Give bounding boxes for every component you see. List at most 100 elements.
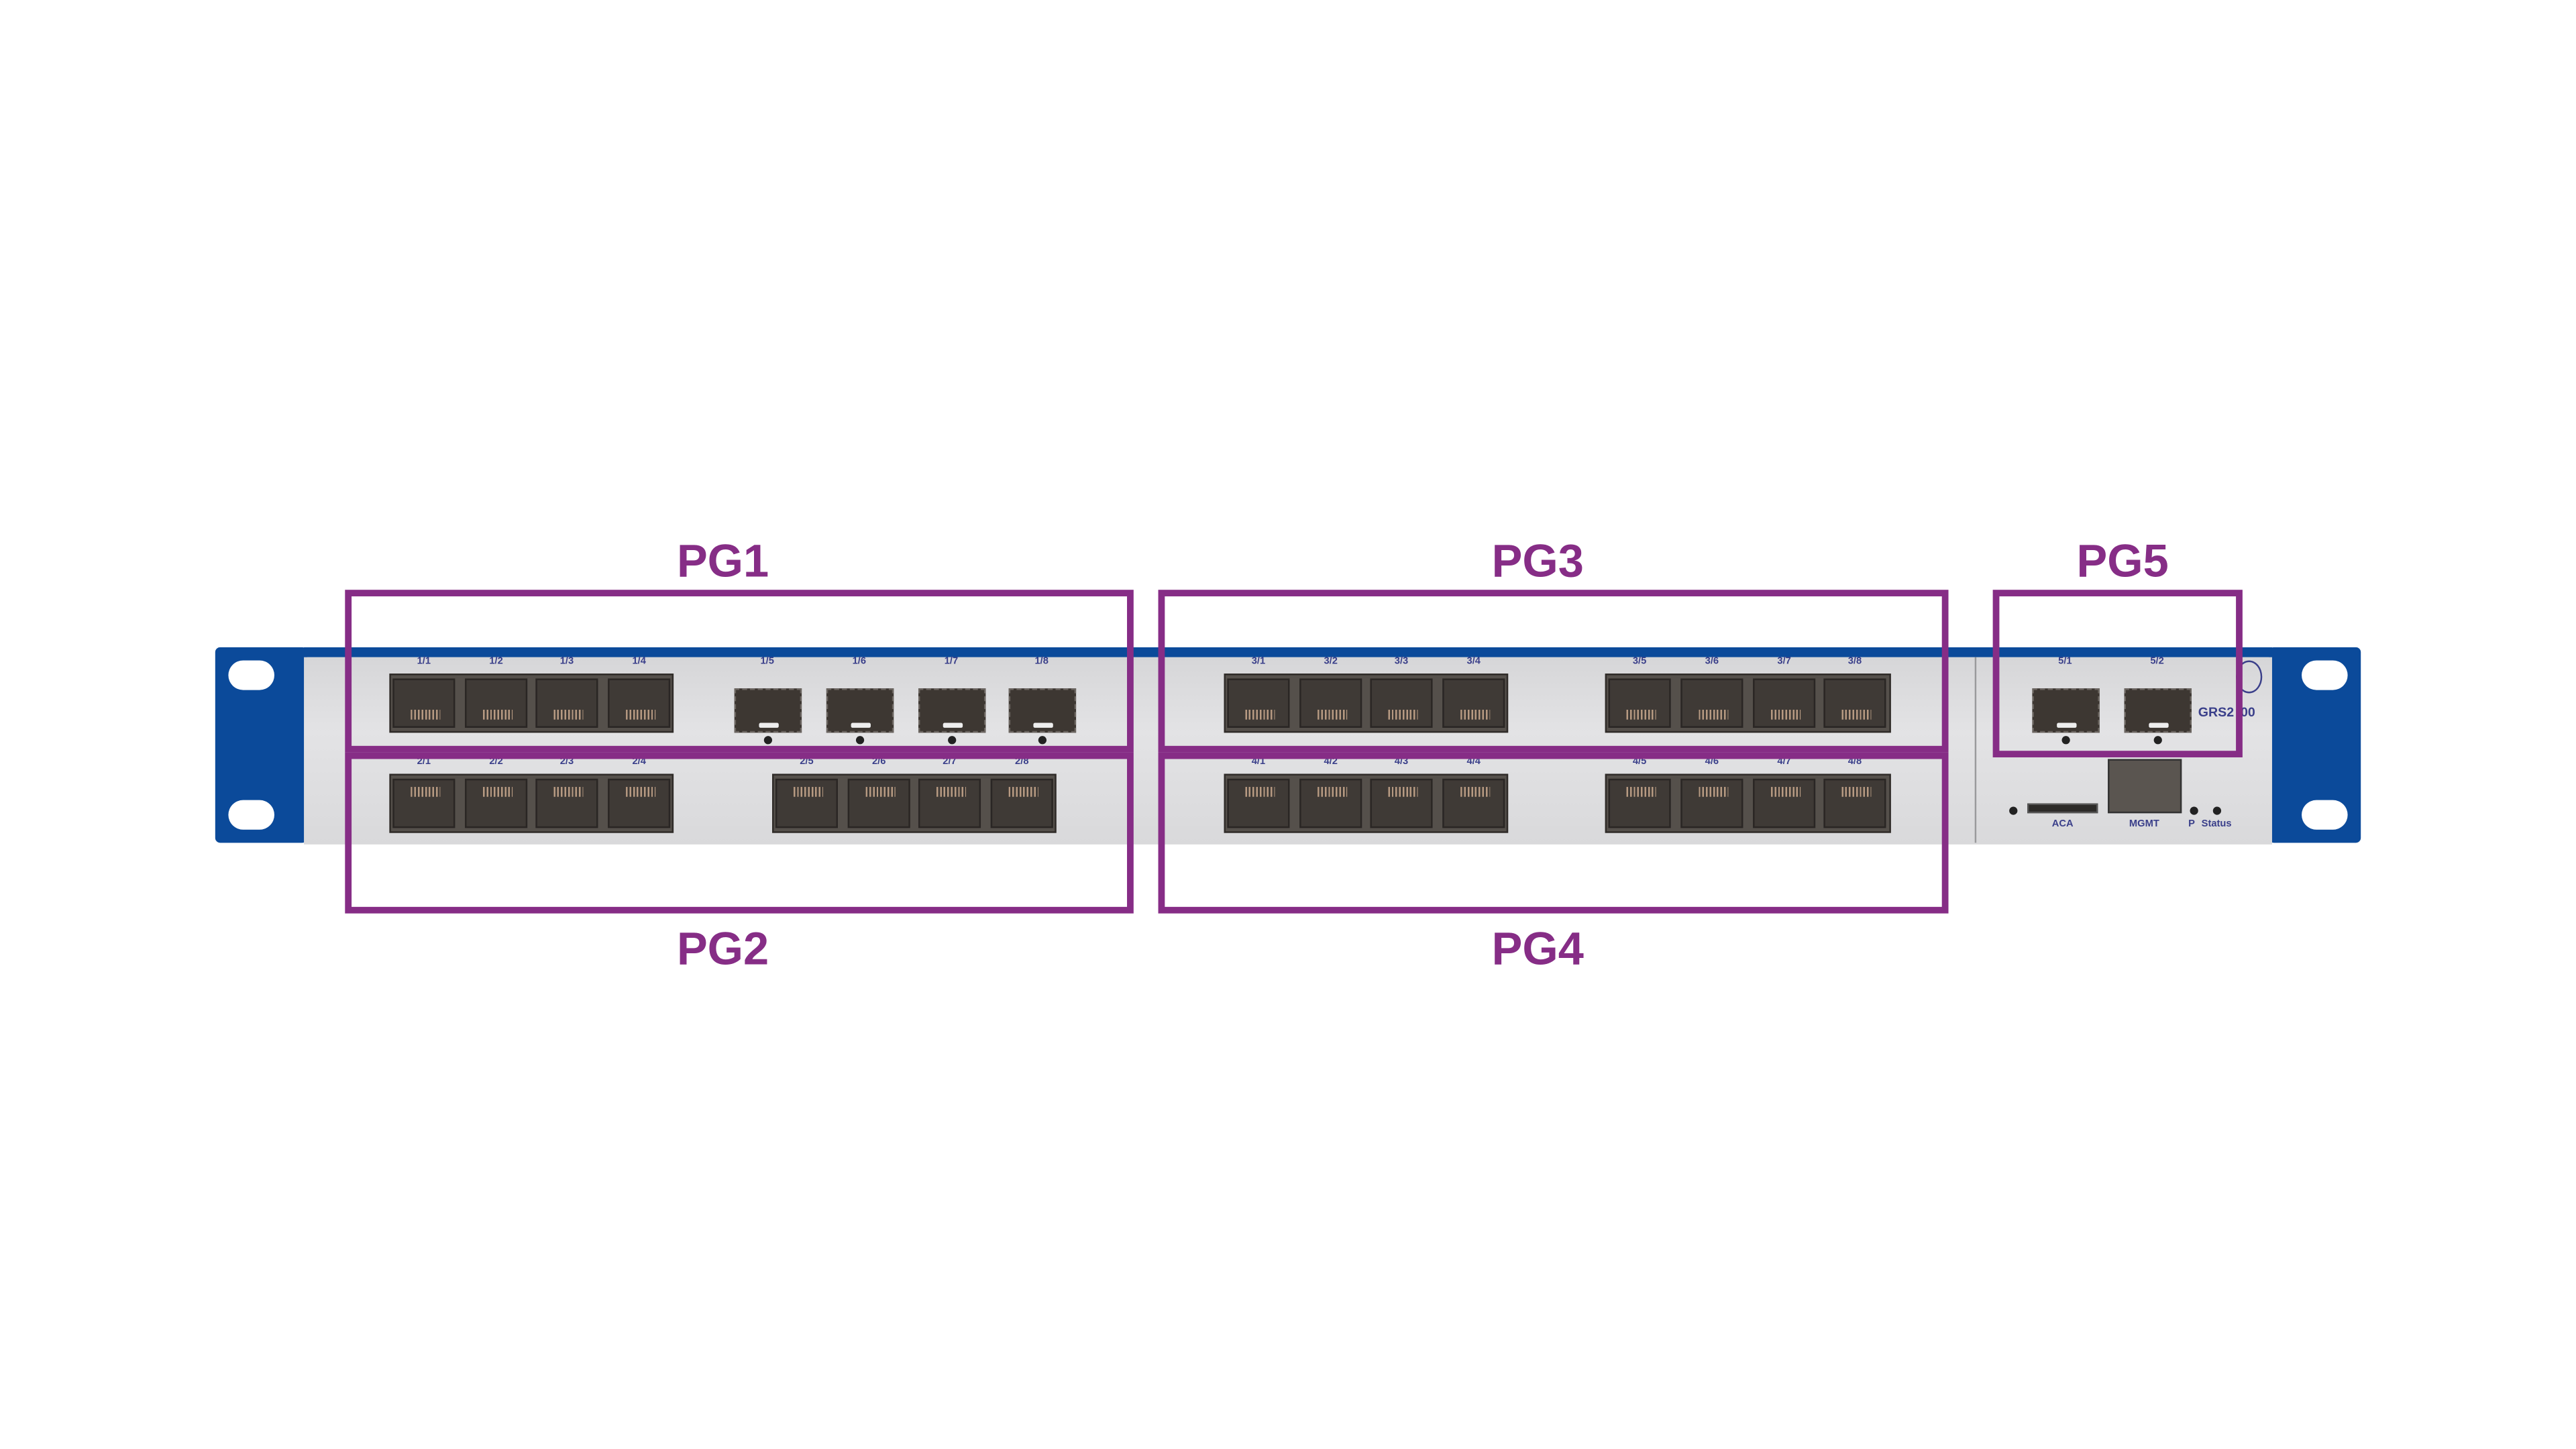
rj45-port-4-3[interactable] — [1370, 778, 1433, 828]
port-pins — [1388, 709, 1418, 720]
rj45-port-1-2[interactable] — [465, 678, 528, 728]
port-pins — [553, 787, 584, 797]
sfp-port-1-8[interactable] — [1008, 688, 1077, 733]
port-label: 1/3 — [559, 657, 574, 667]
rj45-port-2-1[interactable] — [392, 778, 455, 828]
sfp-latch — [759, 722, 779, 728]
rj45-port-1-4[interactable] — [608, 678, 671, 728]
rj45-port-4-7[interactable] — [1753, 778, 1816, 828]
port-label: 3/6 — [1705, 657, 1719, 667]
rj45-port-4-1[interactable] — [1227, 778, 1290, 828]
port-label: 4/8 — [1847, 757, 1862, 767]
port-label: 5/2 — [2150, 657, 2164, 667]
port-pins — [626, 709, 656, 720]
port-label: 1/2 — [489, 657, 503, 667]
rj45-port-3-6[interactable] — [1680, 678, 1743, 728]
mount-hole — [228, 800, 274, 830]
aca-slot[interactable] — [2027, 803, 2098, 814]
port-group-label: PG4 — [1491, 923, 1584, 975]
rj45-port-1-3[interactable] — [535, 678, 598, 728]
rj45-port-3-5[interactable] — [1608, 678, 1671, 728]
rj45-port-3-8[interactable] — [1823, 678, 1886, 728]
port-label: 4/2 — [1324, 757, 1338, 767]
rj45-port-4-5[interactable] — [1608, 778, 1671, 828]
port-pins — [1008, 787, 1038, 797]
rj45-port-3-4[interactable] — [1442, 678, 1505, 728]
port-pins — [936, 787, 967, 797]
port-led — [2153, 736, 2162, 745]
port-label: 4/6 — [1705, 757, 1719, 767]
port-label: 3/2 — [1324, 657, 1338, 667]
rj45-port-4-4[interactable] — [1442, 778, 1505, 828]
port-pins — [1460, 787, 1491, 797]
rj45-port-2-5[interactable] — [775, 778, 838, 828]
port-label: 1/1 — [417, 657, 431, 667]
port-label: 5/1 — [2058, 657, 2072, 667]
port-label: 3/3 — [1394, 657, 1409, 667]
port-pins — [1771, 709, 1801, 720]
rj45-port-2-6[interactable] — [847, 778, 910, 828]
right-rack-ear — [2269, 647, 2361, 843]
aca-led — [2009, 806, 2018, 815]
port-led — [855, 736, 865, 745]
rj45-port-3-1[interactable] — [1227, 678, 1290, 728]
rj45-port-3-2[interactable] — [1299, 678, 1362, 728]
mount-hole — [228, 660, 274, 690]
sfp-port-5-1[interactable] — [2032, 688, 2100, 733]
port-pins — [1841, 787, 1872, 797]
rj45-port-2-7[interactable] — [918, 778, 981, 828]
left-rack-ear — [215, 647, 307, 843]
mgmt-port[interactable] — [2108, 759, 2182, 814]
port-label: 4/5 — [1632, 757, 1647, 767]
port-pins — [1699, 787, 1729, 797]
port-label: 1/7 — [944, 657, 959, 667]
port-label: 4/3 — [1394, 757, 1409, 767]
rj45-port-2-2[interactable] — [465, 778, 528, 828]
power-led — [2190, 806, 2198, 815]
port-label: 1/4 — [632, 657, 646, 667]
port-pins — [553, 709, 584, 720]
rj45-port-2-3[interactable] — [535, 778, 598, 828]
port-label: 3/1 — [1251, 657, 1266, 667]
rj45-port-2-8[interactable] — [990, 778, 1053, 828]
sfp-port-1-7[interactable] — [918, 688, 986, 733]
sfp-port-1-6[interactable] — [826, 688, 894, 733]
port-pins — [1626, 709, 1656, 720]
port-label: 4/1 — [1251, 757, 1266, 767]
rj45-port-2-4[interactable] — [608, 778, 671, 828]
sfp-latch — [2057, 722, 2077, 728]
rj45-port-4-6[interactable] — [1680, 778, 1743, 828]
p-label: P — [2188, 820, 2195, 830]
rj45-port-4-2[interactable] — [1299, 778, 1362, 828]
port-group-outline-pg2 — [345, 752, 1134, 914]
port-label: 2/8 — [1015, 757, 1029, 767]
rj45-port-1-1[interactable] — [392, 678, 455, 728]
rj45-port-4-8[interactable] — [1823, 778, 1886, 828]
sfp-latch — [943, 722, 963, 728]
port-label: 2/6 — [871, 757, 886, 767]
rj45-port-3-7[interactable] — [1753, 678, 1816, 728]
port-led — [2061, 736, 2070, 745]
mgmt-label: MGMT — [2129, 820, 2159, 830]
port-label: 3/8 — [1847, 657, 1862, 667]
port-label: 3/5 — [1632, 657, 1647, 667]
port-pins — [1460, 709, 1491, 720]
port-pins — [1699, 709, 1729, 720]
port-label: 1/6 — [852, 657, 867, 667]
port-label: 2/3 — [559, 757, 574, 767]
port-label: 4/7 — [1777, 757, 1791, 767]
port-label: 2/1 — [417, 757, 431, 767]
port-pins — [793, 787, 823, 797]
port-pins — [1771, 787, 1801, 797]
sfp-latch — [2149, 722, 2169, 728]
port-pins — [483, 787, 513, 797]
rj45-port-3-3[interactable] — [1370, 678, 1433, 728]
status-led — [2212, 806, 2222, 815]
port-label: 1/8 — [1034, 657, 1049, 667]
sfp-port-1-5[interactable] — [734, 688, 802, 733]
mount-hole — [2302, 800, 2348, 830]
sfp-port-5-2[interactable] — [2124, 688, 2192, 733]
port-pins — [1245, 709, 1275, 720]
port-pins — [1388, 787, 1418, 797]
port-label: 2/2 — [489, 757, 503, 767]
